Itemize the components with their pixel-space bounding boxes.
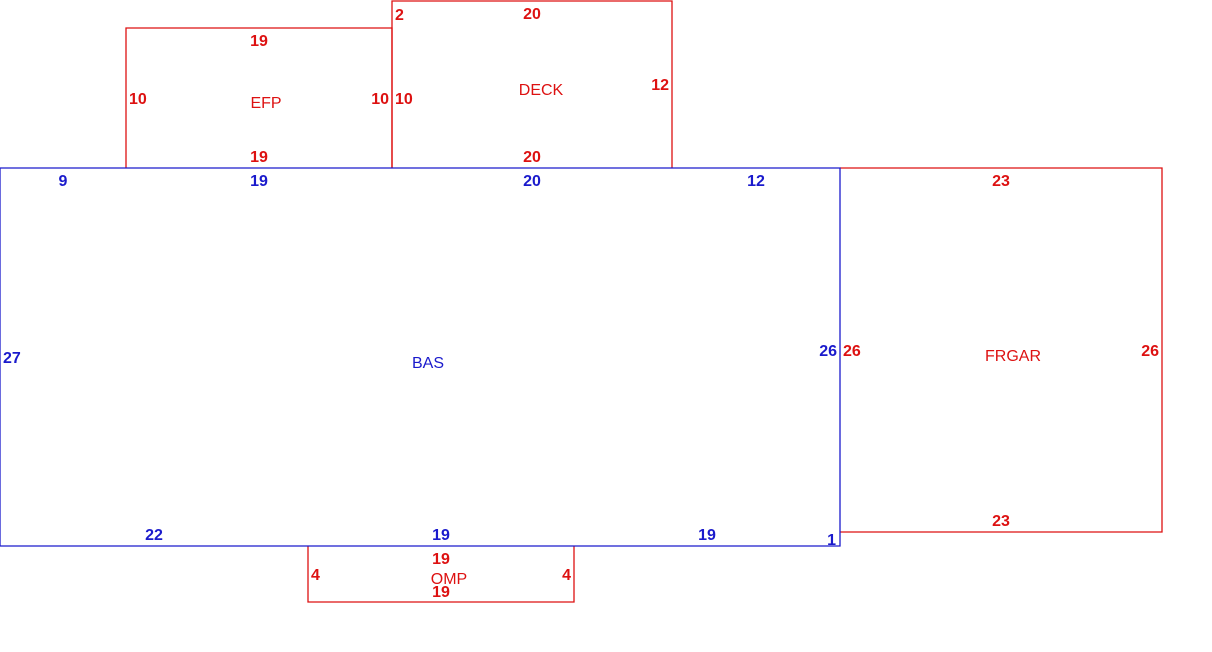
omp-dim-top: 19 xyxy=(432,551,450,568)
bas-dim-top-right: 12 xyxy=(747,173,765,190)
frgar-label: FRGAR xyxy=(985,348,1041,365)
deck-outline xyxy=(391,0,673,168)
frgar-dim-right: 26 xyxy=(1141,343,1159,360)
deck-dim-left: 10 xyxy=(395,91,413,108)
bas-dim-top-left: 9 xyxy=(59,173,68,190)
omp-dim-right: 4 xyxy=(562,567,571,584)
frgar-outline xyxy=(840,167,1163,533)
frgar-dim-top: 23 xyxy=(992,173,1010,190)
bas-outline xyxy=(0,167,841,547)
bas-dim-bottom-right: 19 xyxy=(698,527,716,544)
efp-dim-bottom: 19 xyxy=(250,149,268,166)
bas-dim-top-mid2: 20 xyxy=(523,173,541,190)
bas-dim-bottom-mid: 19 xyxy=(432,527,450,544)
omp-label: OMP xyxy=(431,571,467,588)
bas-dim-top-mid1: 19 xyxy=(250,173,268,190)
frgar-dim-left: 26 xyxy=(843,343,861,360)
deck-dim-bottom: 20 xyxy=(523,149,541,166)
efp-dim-right: 10 xyxy=(371,91,389,108)
omp-outline xyxy=(307,546,575,603)
deck-dim-top: 20 xyxy=(523,6,541,23)
deck-label: DECK xyxy=(519,82,564,99)
omp-dim-left: 4 xyxy=(311,567,320,584)
bas-dim-right: 26 xyxy=(819,343,837,360)
frgar-dim-bottom: 23 xyxy=(992,513,1010,530)
bas-dim-corner-jog: 1 xyxy=(827,532,836,549)
bas-dim-left: 27 xyxy=(3,350,21,367)
efp-dim-top: 19 xyxy=(250,33,268,50)
efp-dim-left: 10 xyxy=(129,91,147,108)
bas-dim-bottom-left: 22 xyxy=(145,527,163,544)
deck-dim-corner: 2 xyxy=(395,7,404,24)
bas-label: BAS xyxy=(412,355,444,372)
deck-dim-right: 12 xyxy=(651,77,669,94)
omp-dim-bottom: 19 xyxy=(432,584,450,601)
efp-label: EFP xyxy=(250,95,281,112)
